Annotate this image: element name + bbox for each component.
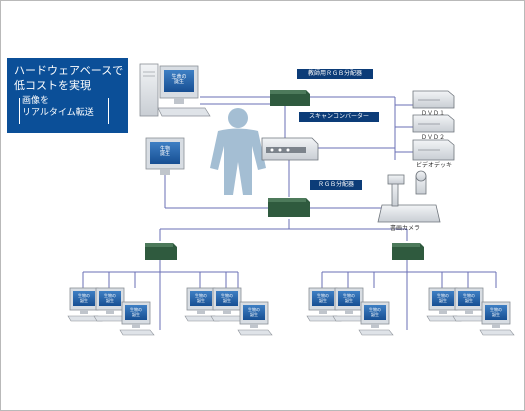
dvd1-device	[412, 90, 455, 109]
callout-headline: ハードウェアベースで 低コストを実現	[14, 64, 124, 92]
rgb-splitter-device	[268, 198, 310, 217]
dvd2-label: ＤＶＤ２	[421, 134, 446, 141]
keyboard	[157, 107, 211, 117]
right-hub-device	[392, 243, 424, 260]
student-terminal	[426, 287, 462, 322]
student-screen-text: 生物の 誕生	[463, 293, 475, 303]
teacher-pc	[139, 63, 211, 117]
video-deck-label: ビデオデッキ	[416, 162, 453, 169]
student-screen-text: 生物の 誕生	[369, 307, 381, 317]
front-monitor-device	[145, 137, 185, 175]
video-deck-device	[412, 139, 455, 161]
student-screen-text: 生物の 誕生	[343, 293, 355, 303]
pc-tower	[139, 63, 159, 117]
rgb-splitter-label: ＲＧＢ分配器	[310, 180, 362, 190]
student-screen-text: 生物の 誕生	[221, 293, 233, 303]
student-terminal	[237, 301, 273, 336]
scan-converter-label: スキャンコンバーター	[299, 112, 379, 122]
teacher-rgb-splitter-label: 教師用ＲＧＢ分配器	[297, 69, 373, 79]
student-terminal	[184, 287, 220, 322]
document-camera-device	[377, 170, 441, 223]
dvd2-device	[412, 114, 455, 133]
document-camera-label: 書画カメラ	[390, 225, 421, 232]
front-monitor-screen-text: 生物 誕生	[159, 146, 170, 157]
student-terminal	[67, 287, 103, 322]
connection-lines	[82, 96, 497, 330]
student-screen-text: 生物の 誕生	[248, 307, 260, 317]
callout-divider-right	[108, 98, 109, 124]
student-screen-text: 生物の 誕生	[78, 293, 90, 303]
student-terminal	[93, 287, 129, 322]
student-screen-text: 生物の 誕生	[490, 307, 502, 317]
student-screen-text: 生物の 誕生	[195, 293, 207, 303]
callout-divider	[19, 98, 20, 124]
feature-callout: ハードウェアベースで 低コストを実現 画像を リアルタイム転送	[7, 58, 128, 133]
dvd1-label: ＤＶＤ１	[421, 110, 446, 117]
student-screen-text: 生物の 誕生	[104, 293, 116, 303]
student-terminals	[67, 287, 515, 336]
student-terminal	[479, 301, 515, 336]
teacher-figure	[210, 108, 266, 195]
student-screen-text: 生物の 誕生	[317, 293, 329, 303]
teacher-rgb-splitter-device	[270, 90, 310, 106]
callout-subtext: 画像を リアルタイム転送	[22, 96, 94, 118]
student-screen-text: 生物の 誕生	[130, 307, 142, 317]
scan-converter-device	[261, 137, 319, 161]
student-terminal	[119, 301, 155, 336]
student-terminal	[358, 301, 394, 336]
student-terminal	[306, 287, 342, 322]
student-terminal	[452, 287, 488, 322]
student-screen-text: 生物の 誕生	[437, 293, 449, 303]
left-hub-device	[145, 243, 177, 260]
teacher-pc-screen-text: 生命の 誕生	[171, 74, 187, 85]
